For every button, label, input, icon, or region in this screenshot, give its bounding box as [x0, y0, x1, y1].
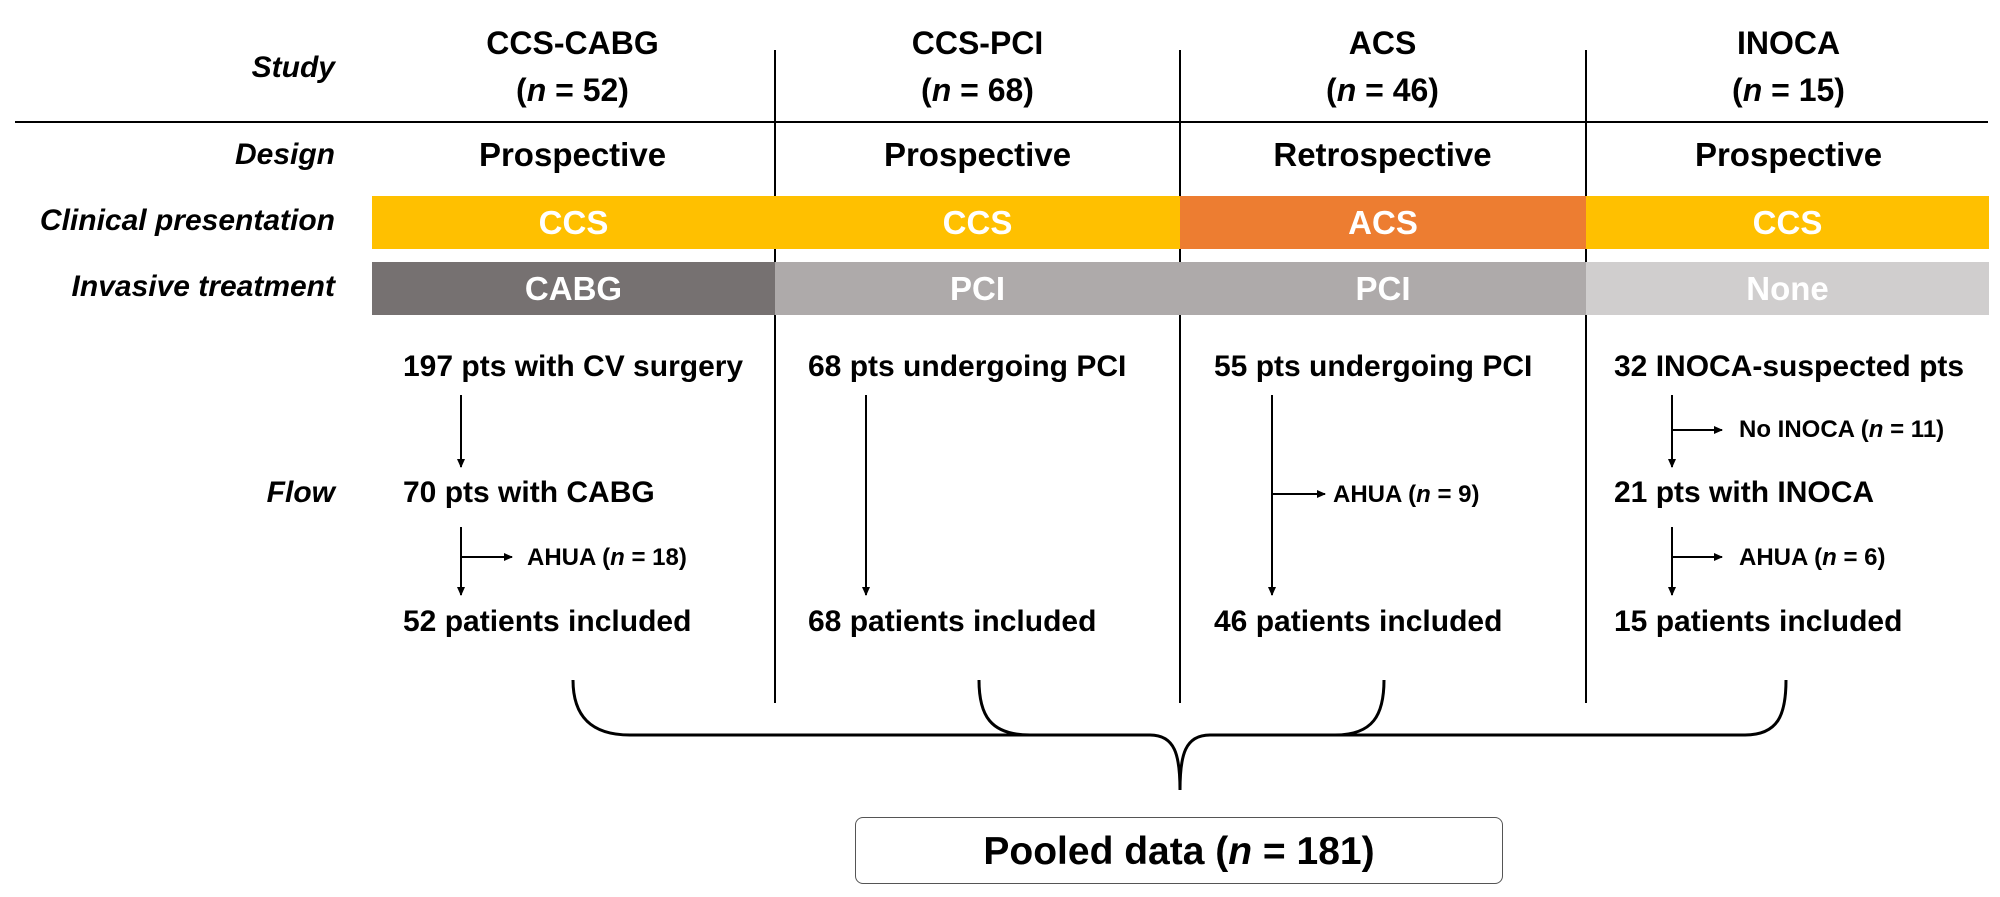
flow-step-included: 15 patients included [1614, 605, 1903, 638]
flow-step: 55 pts undergoing PCI [1214, 350, 1533, 383]
study-count: (n = 68) [921, 72, 1034, 108]
study-name: CCS-PCI [911, 25, 1044, 61]
study-header: ACS (n = 46) [1180, 20, 1585, 114]
treatment-bar-pci: PCI [1180, 262, 1586, 315]
design-value: Prospective [1694, 136, 1883, 173]
study-name: ACS [1348, 25, 1417, 61]
flow-step: 21 pts with INOCA [1614, 476, 1875, 509]
study-header: INOCA (n = 15) [1586, 20, 1991, 114]
clinical-bar-acs: ACS [1180, 196, 1586, 249]
exclusion-note: No INOCA (n = 11) [1739, 416, 1945, 443]
design-value: Prospective [478, 136, 667, 173]
study-header: CCS-PCI (n = 68) [775, 20, 1180, 114]
row-label-design: Design [234, 138, 335, 171]
flow-step-included: 46 patients included [1214, 605, 1503, 638]
row-label-clinical-presentation: Clinical presentation [39, 204, 335, 237]
row-label-invasive-treatment: Invasive treatment [71, 270, 335, 303]
flow-step-included: 68 patients included [808, 605, 1097, 638]
flow-step: 68 pts undergoing PCI [808, 350, 1127, 383]
merge-brace [571, 679, 1788, 791]
clinical-bar-ccs: CCS [1586, 196, 1989, 249]
exclusion-note: AHUA (n = 6) [1739, 544, 1886, 571]
treatment-bar-none: None [1586, 262, 1989, 315]
study-count: (n = 52) [516, 72, 629, 108]
study-name: INOCA [1736, 25, 1841, 61]
flow-step-included: 52 patients included [403, 605, 692, 638]
clinical-bar-ccs: CCS [775, 196, 1180, 249]
pooled-data-box: Pooled data (n = 181) [855, 817, 1503, 884]
study-header: CCS-CABG (n = 52) [370, 20, 775, 114]
exclusion-note: AHUA (n = 9) [1333, 481, 1480, 508]
treatment-bar-cabg: CABG [372, 262, 775, 315]
study-count: (n = 15) [1732, 72, 1845, 108]
flow-step: 197 pts with CV surgery [403, 350, 744, 383]
design-value: Retrospective [1273, 136, 1492, 173]
row-label-flow: Flow [266, 476, 335, 509]
treatment-bar-pci: PCI [775, 262, 1180, 315]
row-label-study: Study [251, 51, 335, 84]
clinical-bar-ccs: CCS [372, 196, 775, 249]
flow-step: 32 INOCA-suspected pts [1614, 350, 1965, 383]
design-value: Prospective [883, 136, 1072, 173]
study-name: CCS-CABG [486, 25, 659, 61]
flow-step: 70 pts with CABG [403, 476, 655, 509]
study-count: (n = 46) [1326, 72, 1439, 108]
exclusion-note: AHUA (n = 18) [527, 544, 687, 571]
